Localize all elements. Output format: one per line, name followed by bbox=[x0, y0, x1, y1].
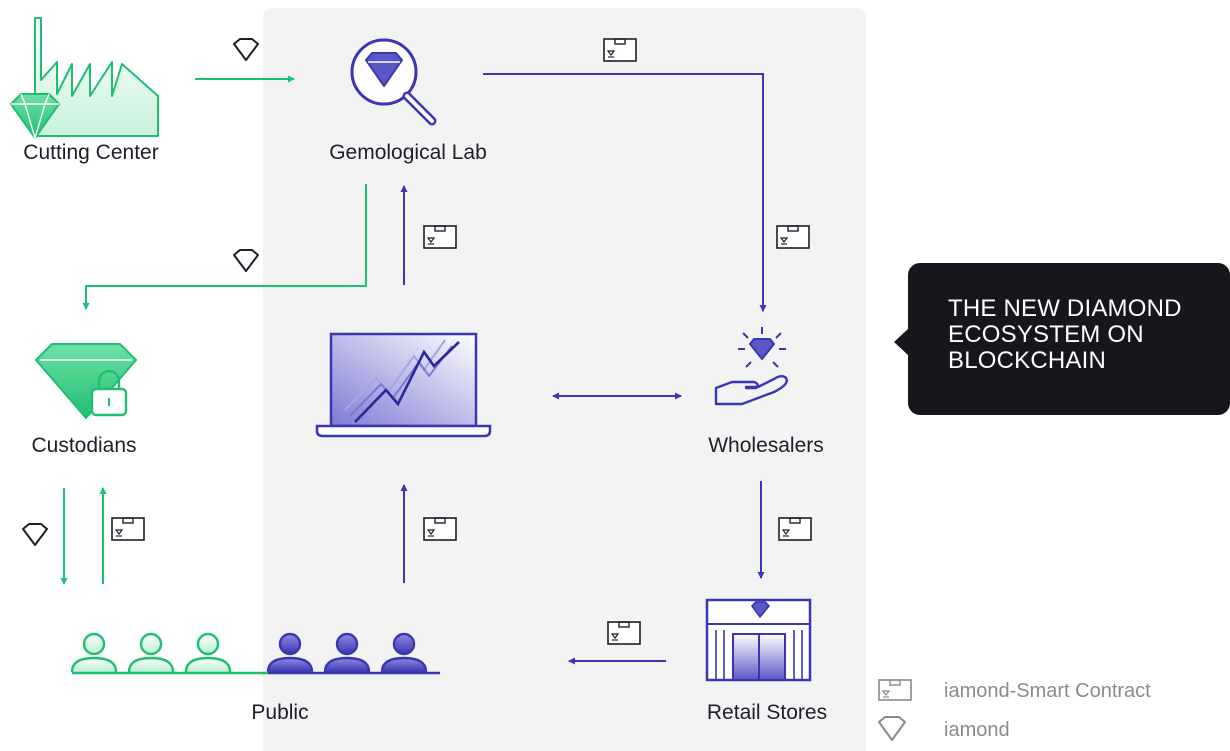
storefront-icon bbox=[705, 598, 812, 682]
diamond-outline-icon bbox=[233, 38, 259, 61]
gem-icon bbox=[10, 93, 60, 141]
callout-box: THE NEW DIAMOND ECOSYSTEM ON BLOCKCHAIN bbox=[894, 263, 1230, 415]
diamond-outline-icon bbox=[22, 523, 48, 546]
node-label-wholesalers: Wholesalers bbox=[708, 434, 824, 457]
smart-contract-icon bbox=[111, 517, 145, 541]
smart-contract-icon bbox=[776, 225, 810, 249]
person-icon bbox=[184, 632, 232, 673]
node-label-custodians: Custodians bbox=[31, 434, 137, 457]
laptop-chart-icon bbox=[315, 332, 492, 438]
smart-contract-icon bbox=[778, 517, 812, 541]
legend-contract-label: iamond-Smart Contract bbox=[944, 680, 1151, 702]
node-label-retail-stores: Retail Stores bbox=[706, 701, 828, 724]
legend-contract-icon bbox=[878, 679, 912, 701]
legend-diamond-label: iamond bbox=[944, 719, 1010, 741]
hand-diamond-icon bbox=[714, 327, 788, 406]
node-label-cutting-center: Cutting Center bbox=[23, 141, 159, 164]
smart-contract-icon bbox=[603, 38, 637, 62]
person-icon bbox=[127, 632, 175, 673]
arrow-lab-to-custodians bbox=[82, 184, 367, 310]
person-icon bbox=[266, 632, 314, 673]
person-icon bbox=[380, 632, 428, 673]
magnifier-icon bbox=[350, 38, 437, 126]
person-icon bbox=[70, 632, 118, 673]
public-people-icon bbox=[70, 632, 440, 675]
factory-icon bbox=[34, 17, 159, 137]
diamond-outline-icon bbox=[233, 249, 259, 272]
smart-contract-icon bbox=[607, 621, 641, 645]
arrow-lab-to-wholesalers bbox=[483, 73, 767, 312]
node-label-public: Public bbox=[251, 701, 309, 724]
callout-text: THE NEW DIAMOND ECOSYSTEM ON BLOCKCHAIN bbox=[948, 295, 1182, 374]
custodian-gem-lock-icon bbox=[35, 343, 137, 419]
smart-contract-icon bbox=[423, 517, 457, 541]
person-icon bbox=[323, 632, 371, 673]
smart-contract-icon bbox=[423, 225, 457, 249]
node-label-gemological-lab: Gemological Lab bbox=[329, 141, 487, 164]
legend-diamond-icon bbox=[878, 716, 906, 741]
